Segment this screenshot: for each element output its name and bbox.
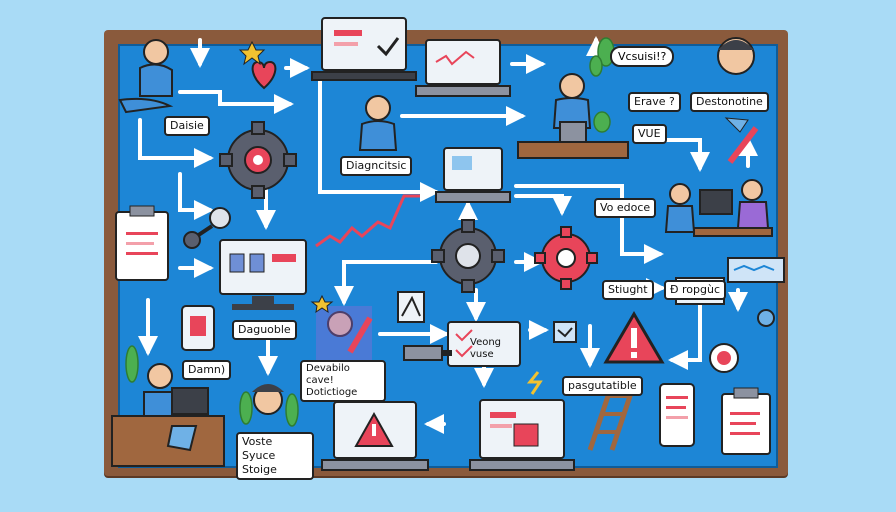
laptop-icon (321, 401, 429, 471)
link-chart-icon (397, 291, 425, 323)
phone-icon (181, 305, 215, 351)
clipboard-icon (115, 205, 169, 281)
label-veong-vuse: Veong vuse (470, 337, 502, 360)
person-icon (517, 73, 629, 159)
trend-zigzag (315, 194, 420, 248)
wrench-icon (183, 207, 231, 249)
label-d-ropguc: Ð ropgùc (664, 280, 727, 300)
pencil-icon (724, 117, 759, 164)
shield-icon (553, 321, 577, 343)
person-icon (358, 95, 398, 151)
phone-icon (659, 383, 695, 447)
label-vo-edoce: Vo edoce (594, 198, 657, 218)
monitor-icon (727, 257, 785, 283)
clipboard-icon (721, 387, 771, 455)
person-icon (111, 363, 225, 467)
warning-icon (603, 311, 665, 364)
sparkle-icon (238, 40, 334, 314)
label-diagnostic: Diagncitsic (340, 156, 413, 176)
monitor-icon (311, 17, 417, 81)
plug-icon (403, 345, 452, 361)
label-daguoble: Daguoble (232, 320, 297, 340)
laptop-icon (435, 147, 511, 203)
plant-icon (125, 37, 615, 427)
gear-icon (431, 219, 505, 293)
label-destonotine: Destonotine (690, 92, 769, 112)
label-voste-syuce: Voste Syuce Stoige (236, 432, 314, 480)
label-erave: Erave ? (628, 92, 681, 112)
laptop-icon (469, 399, 575, 471)
label-damn: Damn) (182, 360, 232, 380)
heart-icon (251, 60, 277, 90)
monitor-icon (219, 239, 307, 310)
label-devabilo: Devabilo cave! Dotictioge (300, 360, 386, 402)
lightning-icon (526, 371, 543, 395)
person-icon (717, 37, 755, 75)
gear-icon (534, 226, 598, 290)
laptop-icon (415, 39, 511, 97)
person-icon (118, 39, 174, 114)
speech-vcsuisi: Vcsuisi!? (610, 46, 675, 67)
gear-small-icon (757, 309, 775, 327)
label-stiught: Stiught (602, 280, 654, 300)
target-icon (709, 343, 739, 373)
gear-icon (219, 121, 297, 199)
label-daisie: Daisie (164, 116, 210, 136)
person-icon (316, 306, 373, 360)
laptop-icon (447, 321, 521, 367)
person-icon (664, 179, 773, 237)
connector-arrows (138, 36, 758, 434)
label-vue: VUE (632, 124, 667, 144)
label-pasgutatible: pasgutatible (562, 376, 643, 396)
person-icon (252, 384, 284, 415)
